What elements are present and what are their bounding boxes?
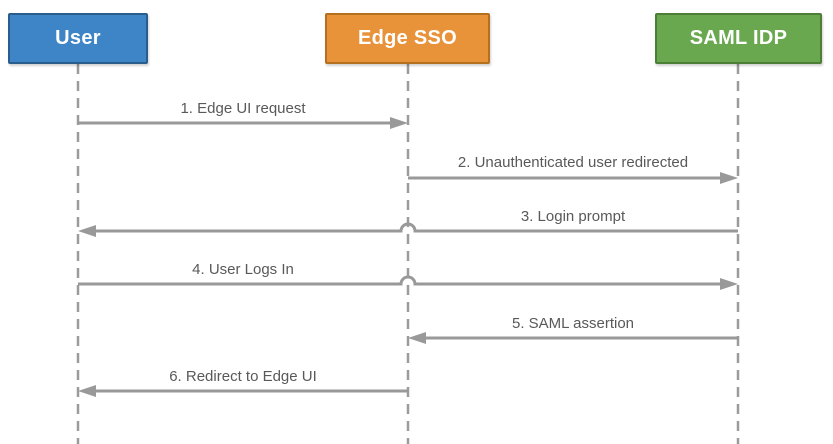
actor-label: Edge SSO — [357, 27, 458, 49]
actor-box-saml-idp: SAML IDP — [655, 13, 822, 64]
message-label-1: 1. Edge UI request — [180, 100, 306, 117]
message-arrow-6 — [78, 385, 408, 397]
arrowhead-left-icon — [78, 385, 96, 397]
message-arrow-5 — [408, 332, 738, 344]
message-arrow-3 — [78, 222, 738, 237]
message-arrow-4 — [78, 275, 738, 290]
arrowhead-left-icon — [408, 332, 426, 344]
arrowhead-right-icon — [720, 278, 738, 290]
arrowhead-left-icon — [78, 225, 96, 237]
message-label-5: 5. SAML assertion — [512, 315, 634, 332]
actor-box-edge-sso: Edge SSO — [325, 13, 490, 64]
arrowhead-right-icon — [390, 117, 408, 129]
actor-box-user: User — [8, 13, 148, 64]
actor-label: User — [55, 27, 101, 49]
message-label-4: 4. User Logs In — [192, 261, 294, 278]
arrowhead-right-icon — [720, 172, 738, 184]
message-arrow-1 — [78, 117, 408, 129]
message-label-3: 3. Login prompt — [520, 208, 626, 225]
message-label-2: 2. Unauthenticated user redirected — [457, 154, 689, 171]
message-label-6: 6. Redirect to Edge UI — [169, 368, 317, 385]
actor-label: SAML IDP — [689, 27, 788, 49]
message-arrow-2 — [408, 172, 738, 184]
